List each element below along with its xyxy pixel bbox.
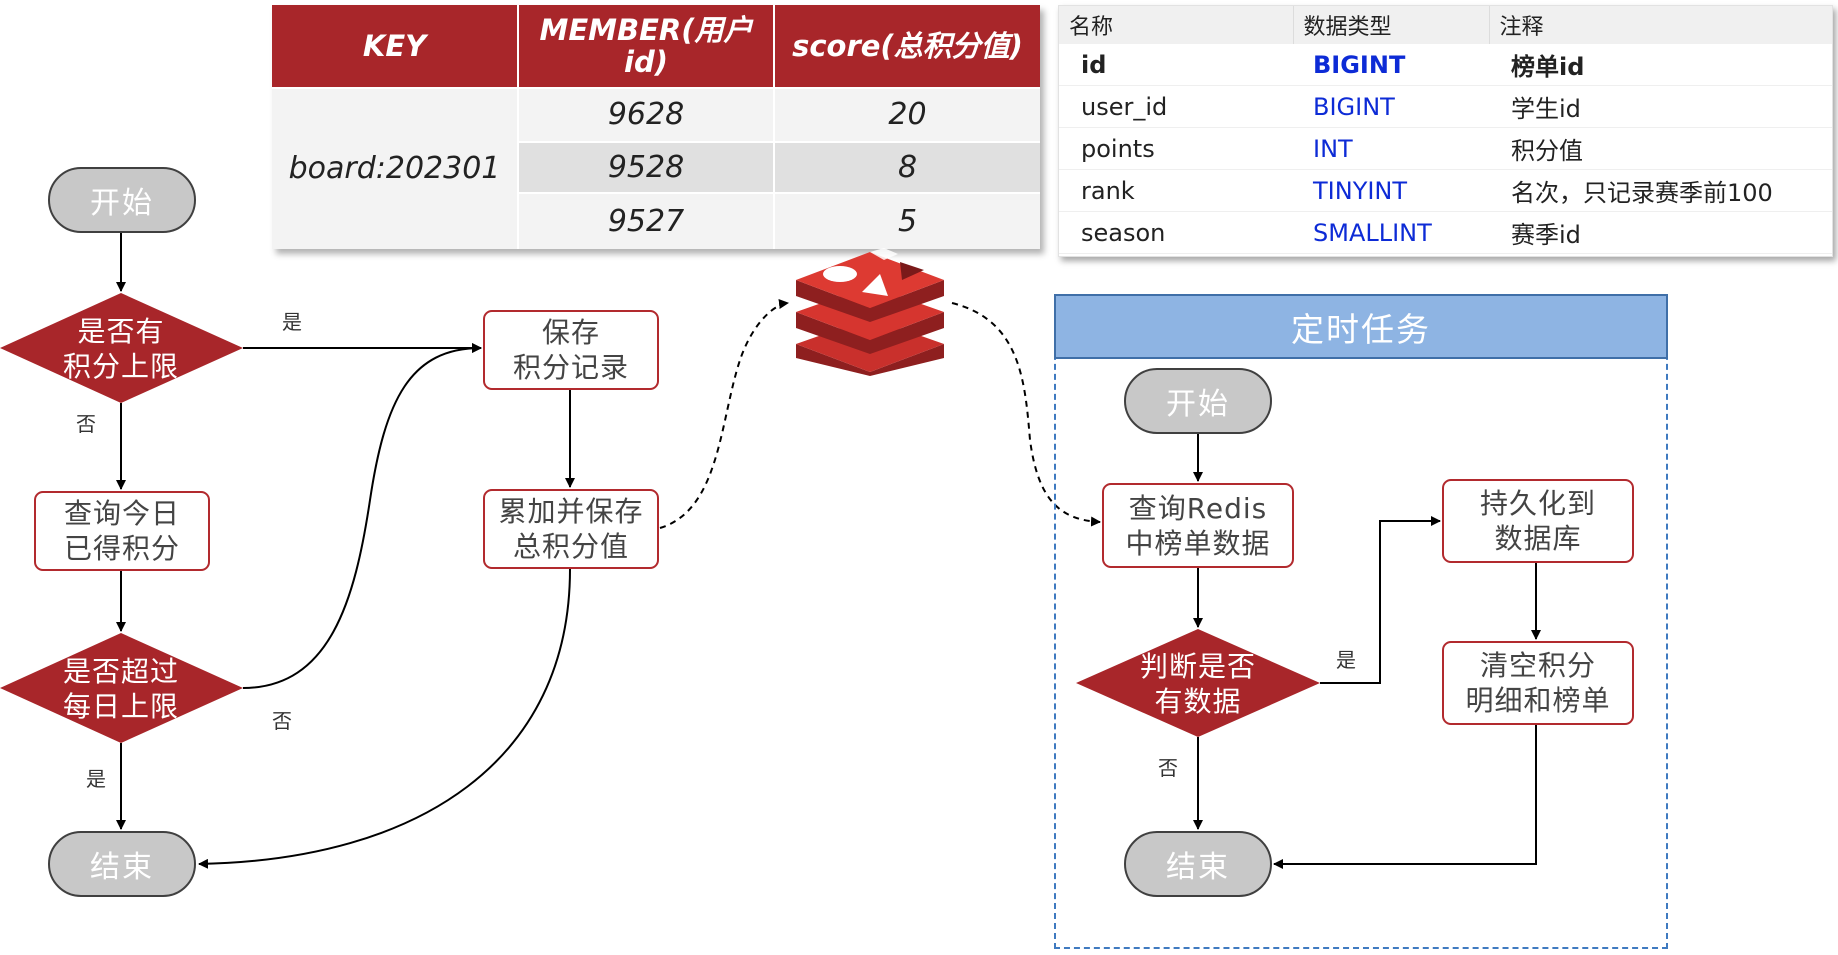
decision-has-limit-shape [0, 293, 243, 403]
redis-logo-icon [796, 248, 944, 376]
edge-label-no: 否 [1158, 756, 1178, 780]
save-points-record-node: 保存 积分记录 [483, 310, 659, 390]
column-type: BIGINT [1293, 85, 1489, 128]
schema-header-name: 名称 [1059, 6, 1294, 44]
column-comment: 名次，只记录赛季前100 [1489, 169, 1832, 212]
column-name: rank [1059, 169, 1293, 212]
column-type: INT [1293, 127, 1489, 170]
column-name: user_id [1059, 85, 1293, 128]
decision-over-limit-shape [0, 633, 243, 743]
task-end-node: 结束 [1124, 831, 1272, 897]
schema-header-type: 数据类型 [1293, 6, 1490, 44]
end-node: 结束 [48, 831, 196, 897]
score-cell: 5 [774, 191, 1040, 249]
decision-has-data-shape [1076, 629, 1320, 737]
edge-label-no: 否 [272, 709, 292, 733]
edge-clear-to-end [1273, 725, 1537, 869]
edge-label-yes: 是 [282, 310, 302, 334]
member-cell: 9628 [518, 86, 775, 143]
score-cell: 20 [774, 86, 1040, 143]
key-header: KEY [272, 5, 519, 88]
edge-label-no: 否 [76, 412, 96, 436]
score-header: score(总积分值) [774, 5, 1040, 88]
score-cell: 8 [774, 141, 1040, 193]
edge-has-data-yes-to-persist [1320, 516, 1441, 684]
board-schema-table: 名称 数据类型 注释 id BIGINT 榜单id user_id BIGINT… [1058, 5, 1833, 257]
column-type: BIGINT [1293, 44, 1489, 86]
schema-row: user_id BIGINT 学生id [1059, 85, 1832, 128]
timed-task-title: 定时任务 [1054, 294, 1668, 359]
has-data-decision: 判断是否 有数据 [1139, 650, 1256, 718]
persist-to-db-node: 持久化到 数据库 [1442, 479, 1634, 563]
column-comment: 榜单id [1489, 44, 1832, 86]
redis-sorted-set-table: KEY MEMBER(用户id) score(总积分值) board:20230… [272, 5, 1040, 249]
task-start-node: 开始 [1124, 368, 1272, 434]
clear-details-node: 清空积分 明细和榜单 [1442, 641, 1634, 725]
edge-label-yes: 是 [86, 767, 106, 791]
has-points-limit-decision: 是否有 积分上限 [62, 315, 179, 383]
schema-row: id BIGINT 榜单id [1059, 44, 1832, 86]
edge-redis-to-query [951, 302, 1101, 527]
schema-header-comment: 注释 [1489, 6, 1832, 44]
column-comment: 赛季id [1489, 211, 1832, 254]
edge-accumulate-to-redis [659, 299, 789, 529]
member-cell: 9528 [518, 141, 775, 193]
column-type: SMALLINT [1293, 211, 1489, 254]
schema-row: season SMALLINT 赛季id [1059, 211, 1832, 254]
accumulate-total-points-node: 累加并保存 总积分值 [483, 489, 659, 569]
over-daily-limit-decision: 是否超过 每日上限 [62, 655, 179, 723]
query-redis-node: 查询Redis 中榜单数据 [1102, 483, 1294, 568]
column-name: season [1059, 211, 1293, 254]
column-comment: 积分值 [1489, 127, 1832, 170]
column-name: id [1059, 44, 1293, 86]
member-header: MEMBER(用户id) [518, 5, 775, 88]
column-comment: 学生id [1489, 85, 1832, 128]
edge-over-no-to-save [242, 343, 482, 689]
start-node: 开始 [48, 167, 196, 233]
member-cell: 9527 [518, 191, 775, 249]
schema-row: rank TINYINT 名次，只记录赛季前100 [1059, 169, 1832, 212]
column-type: TINYINT [1293, 169, 1489, 212]
edge-label-yes: 是 [1336, 648, 1356, 672]
column-name: points [1059, 127, 1293, 170]
board-key-cell: board:202301 [272, 86, 519, 249]
schema-row: points INT 积分值 [1059, 127, 1832, 170]
query-today-points-node: 查询今日 已得积分 [34, 491, 210, 571]
edge-accumulate-to-end [198, 568, 571, 869]
